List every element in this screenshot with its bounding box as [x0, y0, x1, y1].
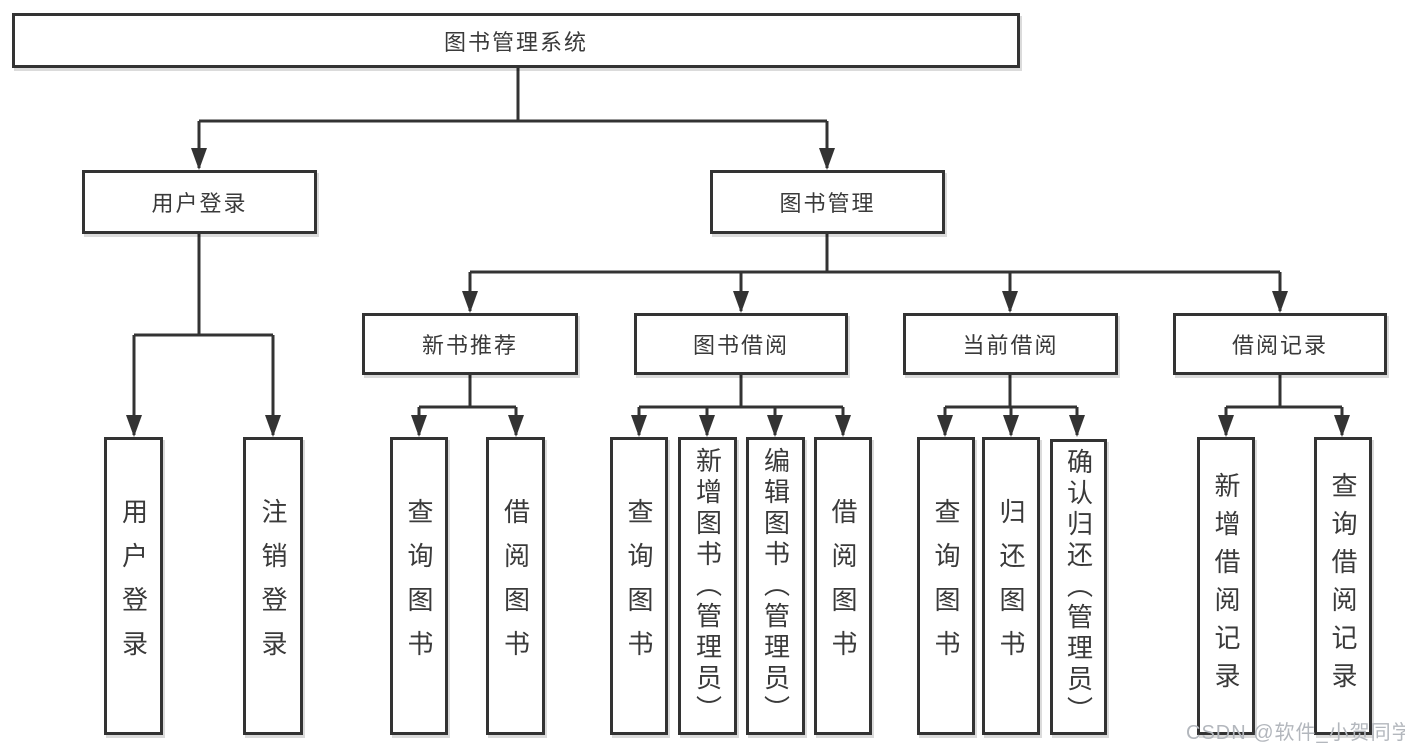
arrowhead [1218, 415, 1234, 437]
arrowhead [733, 291, 749, 313]
node-label: 用户登录 [118, 498, 149, 674]
node-label: 图书管理系统 [443, 29, 588, 55]
node-book-management: 图书管理 [710, 170, 945, 234]
node-book-borrowing: 图书借阅 [634, 313, 848, 375]
arrowhead [191, 148, 207, 170]
arrowhead [631, 415, 647, 437]
arrowhead [1272, 291, 1288, 313]
arrowhead [767, 415, 783, 437]
node-label: 图书借阅 [692, 333, 789, 358]
node-label: 注销登录 [258, 498, 288, 674]
node-label: 确认归还（管理员） [1063, 447, 1094, 727]
node-label: 查询图书 [404, 498, 434, 674]
node-label: 新书推荐 [421, 333, 518, 358]
arrowhead [265, 415, 281, 437]
node-label: 编辑图书（管理员） [760, 446, 791, 726]
leaf-return-books: 归还图书 [982, 437, 1040, 735]
arrowhead [1002, 291, 1018, 313]
node-label: 查询图书 [931, 498, 961, 674]
node-label: 当前借阅 [962, 333, 1059, 358]
node-label: 借阅图书 [828, 498, 858, 674]
leaf-logout: 注销登录 [243, 437, 303, 735]
leaf-query-books-recommend: 查询图书 [390, 437, 448, 735]
connector-paths [132, 67, 1344, 435]
arrowhead [508, 415, 524, 437]
node-label: 借阅记录 [1231, 333, 1328, 358]
arrowhead [462, 291, 478, 313]
arrowhead [699, 415, 715, 437]
leaf-edit-books-admin: 编辑图书（管理员） [746, 437, 805, 735]
leaf-query-borrow-record: 查询借阅记录 [1314, 437, 1372, 735]
arrowhead [835, 415, 851, 437]
leaf-query-books-current: 查询图书 [917, 437, 975, 735]
leaf-borrow-books-recommend: 借阅图书 [486, 437, 545, 735]
node-library-management-system: 图书管理系统 [12, 13, 1020, 68]
node-label: 图书管理 [779, 191, 876, 216]
leaf-query-books-borrowing: 查询图书 [610, 437, 668, 735]
node-new-book-recommendation: 新书推荐 [362, 313, 578, 375]
leaf-user-login: 用户登录 [104, 437, 163, 735]
node-label: 新增图书（管理员） [692, 446, 723, 726]
node-borrowing-records: 借阅记录 [1173, 313, 1387, 375]
csdn-watermark: CSDN @软件_小贺同学 [1186, 722, 1405, 744]
node-label: 查询图书 [624, 498, 654, 674]
arrowhead [411, 415, 427, 437]
arrowhead [819, 148, 835, 170]
arrowhead [937, 415, 953, 437]
node-label: 新增借阅记录 [1211, 472, 1241, 700]
arrowhead [1069, 415, 1085, 437]
node-label: 查询借阅记录 [1328, 472, 1358, 700]
leaf-add-borrow-record: 新增借阅记录 [1197, 437, 1255, 735]
arrowhead [126, 415, 142, 437]
node-user-login: 用户登录 [82, 170, 317, 234]
arrowhead [1003, 415, 1019, 437]
leaf-confirm-return-admin: 确认归还（管理员） [1050, 439, 1107, 735]
arrowhead [1334, 415, 1350, 437]
node-label: 用户登录 [151, 191, 248, 216]
node-label: 归还图书 [996, 498, 1026, 674]
node-current-borrowing: 当前借阅 [903, 313, 1118, 375]
leaf-add-books-admin: 新增图书（管理员） [678, 437, 737, 735]
leaf-borrow-books: 借阅图书 [814, 437, 872, 735]
node-label: 借阅图书 [500, 498, 531, 674]
